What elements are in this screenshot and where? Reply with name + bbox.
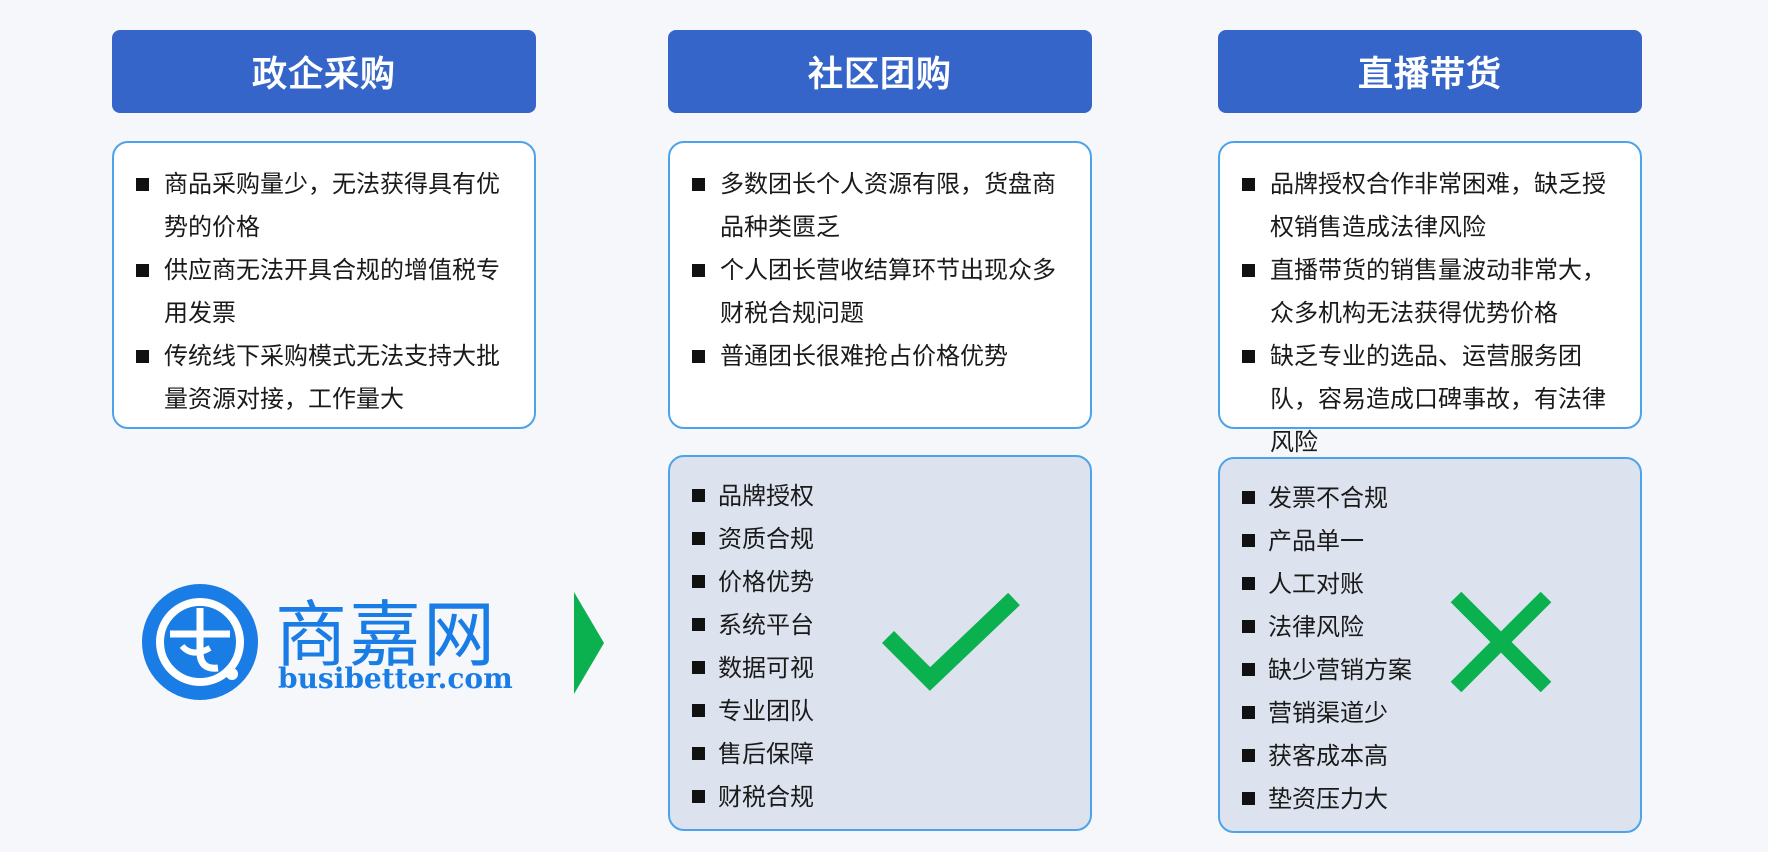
list-item: 普通团长很难抢占价格优势 [688, 335, 1072, 378]
pain-list: 多数团长个人资源有限，货盘商品种类匮乏 个人团长营收结算环节出现众多财税合规问题… [688, 163, 1072, 378]
list-item: 供应商无法开具合规的增值税专用发票 [132, 249, 516, 335]
list-item: 直播带货的销售量波动非常大，众多机构无法获得优势价格 [1238, 249, 1622, 335]
drawbacks-card: 发票不合规 产品单一 人工对账 法律风险 缺少营销方案 营销渠道少 获客成本高 … [1218, 457, 1642, 833]
bullet-icon [1242, 577, 1255, 590]
bullet-icon [692, 575, 705, 588]
advantages-list: 品牌授权 资质合规 价格优势 系统平台 数据可视 专业团队 售后保障 财税合规 [690, 475, 1070, 819]
list-item: 财税合规 [690, 776, 1070, 819]
bullet-icon [1242, 620, 1255, 633]
bullet-icon [1242, 178, 1255, 191]
list-item: 获客成本高 [1240, 735, 1620, 778]
bullet-icon [1242, 491, 1255, 504]
list-item: 发票不合规 [1240, 477, 1620, 520]
check-icon [882, 593, 1020, 691]
list-item: 多数团长个人资源有限，货盘商品种类匮乏 [688, 163, 1072, 249]
list-item: 资质合规 [690, 518, 1070, 561]
bullet-icon [1242, 350, 1255, 363]
logo-emblem-icon [142, 584, 258, 700]
bullet-icon [692, 178, 705, 191]
bullet-icon [1242, 264, 1255, 277]
list-item: 商品采购量少，无法获得具有优势的价格 [132, 163, 516, 249]
bullet-icon [136, 178, 149, 191]
pain-card-live-streaming: 品牌授权合作非常困难，缺乏授权销售造成法律风险 直播带货的销售量波动非常大，众多… [1218, 141, 1642, 456]
list-item: 售后保障 [690, 733, 1070, 776]
bullet-icon [692, 489, 705, 502]
list-item: 缺乏专业的选品、运营服务团队，容易造成口碑事故，有法律风险 [1238, 335, 1622, 464]
bullet-icon [692, 264, 705, 277]
list-item: 系统平台 [690, 604, 1070, 647]
busibetter-logo: 商嘉网 busibetter.com [140, 580, 520, 700]
header-live-streaming-sales: 直播带货 [1218, 30, 1642, 113]
bullet-icon [1242, 749, 1255, 762]
bullet-icon [692, 790, 705, 803]
list-item: 品牌授权 [690, 475, 1070, 518]
bullet-icon [692, 704, 705, 717]
logo-chinese-name: 商嘉网 [275, 593, 498, 677]
list-item: 营销渠道少 [1240, 692, 1620, 735]
list-item: 产品单一 [1240, 520, 1620, 563]
list-item: 缺少营销方案 [1240, 649, 1620, 692]
pain-card-community: 多数团长个人资源有限，货盘商品种类匮乏 个人团长营收结算环节出现众多财税合规问题… [668, 141, 1092, 429]
list-item: 专业团队 [690, 690, 1070, 733]
advantages-card: 品牌授权 资质合规 价格优势 系统平台 数据可视 专业团队 售后保障 财税合规 [668, 455, 1092, 831]
list-item: 法律风险 [1240, 606, 1620, 649]
bullet-icon [136, 350, 149, 363]
list-item: 品牌授权合作非常困难，缺乏授权销售造成法律风险 [1238, 163, 1622, 249]
header-title: 直播带货 [1357, 55, 1502, 95]
bullet-icon [692, 618, 705, 631]
pain-card-government: 商品采购量少，无法获得具有优势的价格 供应商无法开具合规的增值税专用发票 传统线… [112, 141, 536, 429]
header-community-group-buying: 社区团购 [668, 30, 1092, 113]
bullet-icon [1242, 534, 1255, 547]
header-title: 社区团购 [807, 55, 952, 95]
bullet-icon [1242, 663, 1255, 676]
list-item: 价格优势 [690, 561, 1070, 604]
list-item: 人工对账 [1240, 563, 1620, 606]
bullet-icon [136, 264, 149, 277]
header-title: 政企采购 [251, 55, 396, 95]
list-item: 个人团长营收结算环节出现众多财税合规问题 [688, 249, 1072, 335]
list-item: 数据可视 [690, 647, 1070, 690]
bullet-icon [1242, 706, 1255, 719]
cross-icon [1450, 591, 1552, 693]
bullet-icon [692, 350, 705, 363]
pain-list: 商品采购量少，无法获得具有优势的价格 供应商无法开具合规的增值税专用发票 传统线… [132, 163, 516, 421]
arrow-right-icon [574, 592, 604, 694]
bullet-icon [692, 532, 705, 545]
header-government-procurement: 政企采购 [112, 30, 536, 113]
list-item: 传统线下采购模式无法支持大批量资源对接，工作量大 [132, 335, 516, 421]
logo-domain: busibetter.com [278, 662, 513, 695]
bullet-icon [1242, 792, 1255, 805]
bullet-icon [692, 747, 705, 760]
pain-list: 品牌授权合作非常困难，缺乏授权销售造成法律风险 直播带货的销售量波动非常大，众多… [1238, 163, 1622, 464]
drawbacks-list: 发票不合规 产品单一 人工对账 法律风险 缺少营销方案 营销渠道少 获客成本高 … [1240, 477, 1620, 821]
bullet-icon [692, 661, 705, 674]
list-item: 垫资压力大 [1240, 778, 1620, 821]
